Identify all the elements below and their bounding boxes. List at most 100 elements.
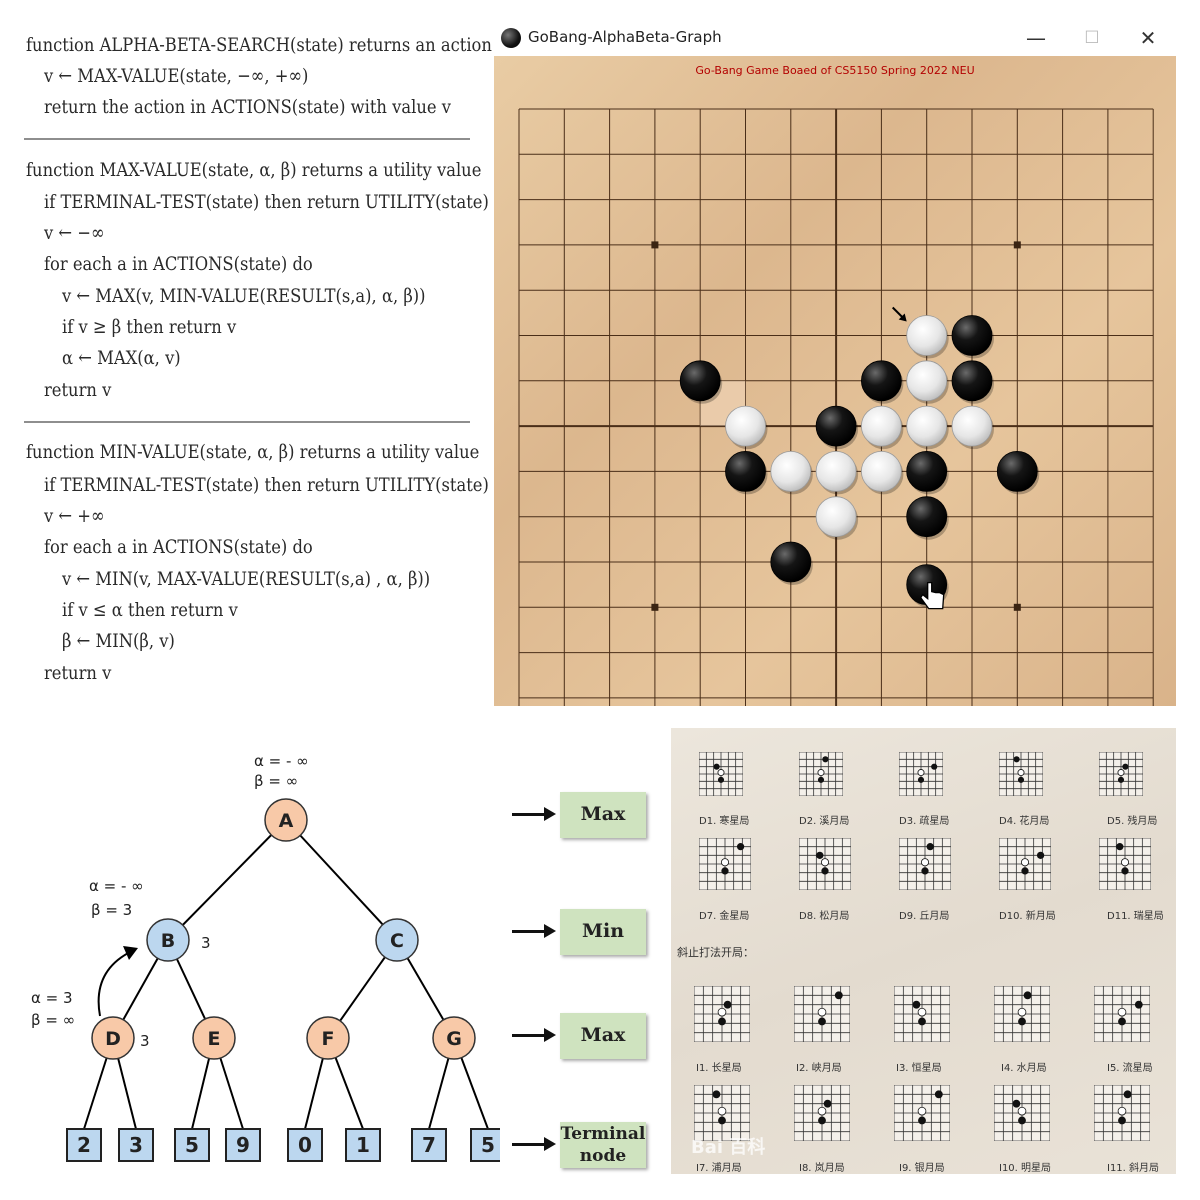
pseudocode-line: v ← MAX-VALUE(state, −∞, +∞) — [44, 65, 309, 87]
opening-caption: I11. 斜月局 — [1107, 1163, 1160, 1174]
opening-caption: D4. 花月局 — [999, 816, 1050, 827]
terminal-node — [411, 1128, 447, 1162]
black-stone — [860, 360, 902, 402]
opening-diagram — [799, 838, 851, 890]
opening-diagram — [994, 986, 1050, 1042]
terminal-node-value: 3 — [129, 1133, 143, 1157]
pseudocode-line: for each a in ACTIONS(state) do — [44, 536, 313, 558]
opening-caption: D9. 丘月局 — [899, 911, 950, 922]
alpha-beta-annotation: α = - ∞ — [254, 752, 309, 770]
opening-caption: I8. 岚月局 — [799, 1163, 845, 1174]
maximize-button[interactable]: ☐ — [1084, 28, 1100, 48]
pseudocode-line: function MAX-VALUE(state, α, β) returns … — [26, 159, 482, 181]
opening-diagram — [799, 752, 843, 796]
tree-node — [192, 1016, 236, 1060]
opening-caption: I4. 水月局 — [1001, 1063, 1047, 1074]
tree-node-label: F — [322, 1028, 335, 1050]
opening-caption: D3. 疏星局 — [899, 816, 950, 827]
pseudocode-line: if TERMINAL-TEST(state) then return UTIL… — [44, 474, 489, 496]
gobang-window: GoBang-AlphaBeta-Graph — ☐ ✕ Go-Bang Gam… — [494, 23, 1176, 706]
black-stone — [815, 405, 857, 447]
pseudocode-line: if v ≤ α then return v — [62, 599, 238, 621]
terminal-node-value: 7 — [422, 1133, 436, 1157]
opening-caption: D1. 寒星局 — [699, 816, 750, 827]
opening-caption: I10. 明星局 — [999, 1163, 1052, 1174]
minimize-button[interactable]: — — [1026, 26, 1046, 50]
tree-node — [91, 1016, 135, 1060]
opening-diagram — [699, 752, 743, 796]
tree-node — [306, 1016, 350, 1060]
white-stone — [906, 405, 948, 447]
terminal-node-value: 2 — [77, 1133, 91, 1157]
star-point — [651, 603, 659, 611]
tree-node — [264, 798, 308, 842]
opening-diagram — [1094, 1085, 1150, 1141]
tree-node — [375, 918, 419, 962]
backup-arrow — [97, 951, 131, 1017]
level-arrow-icon — [512, 807, 556, 821]
window-titlebar[interactable]: GoBang-AlphaBeta-Graph — ☐ ✕ — [494, 23, 1176, 55]
pseudocode-line: v ← MAX(v, MIN-VALUE(RESULT(s,a), α, β)) — [62, 285, 426, 307]
opening-diagram — [899, 838, 951, 890]
opening-diagram — [694, 986, 750, 1042]
tree-node-label: G — [446, 1028, 462, 1050]
level-label: Min — [560, 909, 646, 955]
hand-cursor-icon — [919, 582, 945, 610]
alpha-beta-annotation: α = - ∞ — [89, 877, 144, 895]
section-divider — [24, 138, 470, 140]
opening-diagram — [794, 1085, 850, 1141]
terminal-node — [118, 1128, 154, 1162]
black-stone — [679, 360, 721, 402]
terminal-node — [66, 1128, 102, 1162]
alpha-beta-annotation: α = 3 — [31, 989, 73, 1007]
tree-node-label: E — [208, 1028, 221, 1050]
white-stone — [860, 450, 902, 492]
tree-node — [146, 918, 190, 962]
pseudocode-line: v ← MIN(v, MAX-VALUE(RESULT(s,a) , α, β)… — [62, 568, 431, 590]
opening-diagram — [1094, 986, 1150, 1042]
pseudocode-line: if v ≥ β then return v — [62, 316, 237, 338]
opening-caption: D5. 残月局 — [1107, 816, 1158, 827]
close-button[interactable]: ✕ — [1139, 26, 1157, 50]
opening-diagram — [694, 1085, 750, 1141]
opening-caption: I2. 峡月局 — [796, 1063, 842, 1074]
board-grid[interactable] — [494, 56, 1176, 706]
white-stone — [725, 405, 766, 447]
opening-diagram — [894, 1085, 950, 1141]
pseudocode-line: if TERMINAL-TEST(state) then return UTIL… — [44, 191, 489, 213]
gobang-board[interactable]: Go-Bang Game Boaed of CS5150 Spring 2022… — [494, 56, 1176, 706]
star-point — [1013, 603, 1021, 611]
star-point — [651, 241, 659, 249]
level-label: Terminal node — [560, 1122, 646, 1168]
opening-diagram — [1099, 838, 1151, 890]
tree-node-label: A — [279, 810, 294, 832]
watermark: Bai 百科 — [691, 1137, 766, 1158]
black-stone — [906, 496, 948, 538]
black-stone — [996, 450, 1038, 492]
tree-edge — [167, 819, 287, 941]
white-stone — [951, 405, 993, 447]
alpha-beta-annotation: β = ∞ — [31, 1011, 75, 1029]
opening-caption: D8. 松月局 — [799, 911, 850, 922]
white-stone — [770, 450, 812, 492]
terminal-node — [225, 1128, 261, 1162]
black-stone — [951, 315, 993, 356]
opening-caption: D7. 金星局 — [699, 911, 750, 922]
pseudocode-line: v ← +∞ — [44, 505, 105, 527]
terminal-node — [470, 1128, 500, 1162]
board-caption: Go-Bang Game Boaed of CS5150 Spring 2022… — [695, 64, 975, 77]
terminal-node — [174, 1128, 210, 1162]
alpha-beta-annotation: β = ∞ — [254, 772, 298, 790]
pseudocode-line: return v — [44, 379, 112, 401]
pseudocode-line: α ← MAX(α, v) — [62, 347, 181, 369]
white-stone — [815, 450, 857, 492]
tree-node-label: B — [161, 930, 175, 952]
opening-diagram — [894, 986, 950, 1042]
black-stone — [906, 450, 948, 492]
opening-caption: D11. 瑞星局 — [1107, 911, 1164, 922]
black-stone — [770, 541, 812, 583]
terminal-node — [287, 1128, 323, 1162]
opening-caption: D2. 溪月局 — [799, 816, 850, 827]
